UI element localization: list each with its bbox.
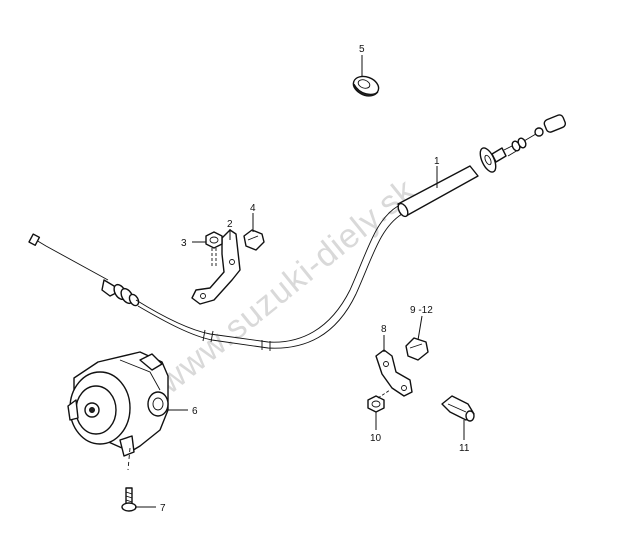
callout-11: 11 (459, 443, 470, 454)
callout-9-12: 9 -12 (410, 305, 433, 316)
clip-part-9-12 (405, 337, 429, 361)
callout-3: 3 (181, 238, 187, 249)
clamp-part-11 (441, 395, 475, 422)
callout-4: 4 (250, 203, 256, 214)
bolt-part-3 (205, 231, 223, 268)
grommet-part-5 (352, 75, 380, 97)
bolt-part-10 (367, 389, 391, 413)
actuator-part-6 (67, 351, 169, 471)
bracket-part-8 (375, 349, 413, 397)
callout-1: 1 (434, 156, 440, 167)
callout-leaders (135, 55, 465, 508)
callout-10: 10 (370, 433, 382, 444)
callout-2: 2 (227, 219, 233, 230)
callout-8: 8 (381, 324, 387, 335)
screw-part-7 (121, 487, 137, 512)
callout-5: 5 (359, 44, 365, 55)
cable-assembly (28, 114, 567, 351)
callout-6: 6 (192, 406, 198, 417)
clip-part-4 (243, 229, 265, 251)
bracket-part-2 (191, 229, 241, 305)
callout-7: 7 (160, 503, 166, 514)
